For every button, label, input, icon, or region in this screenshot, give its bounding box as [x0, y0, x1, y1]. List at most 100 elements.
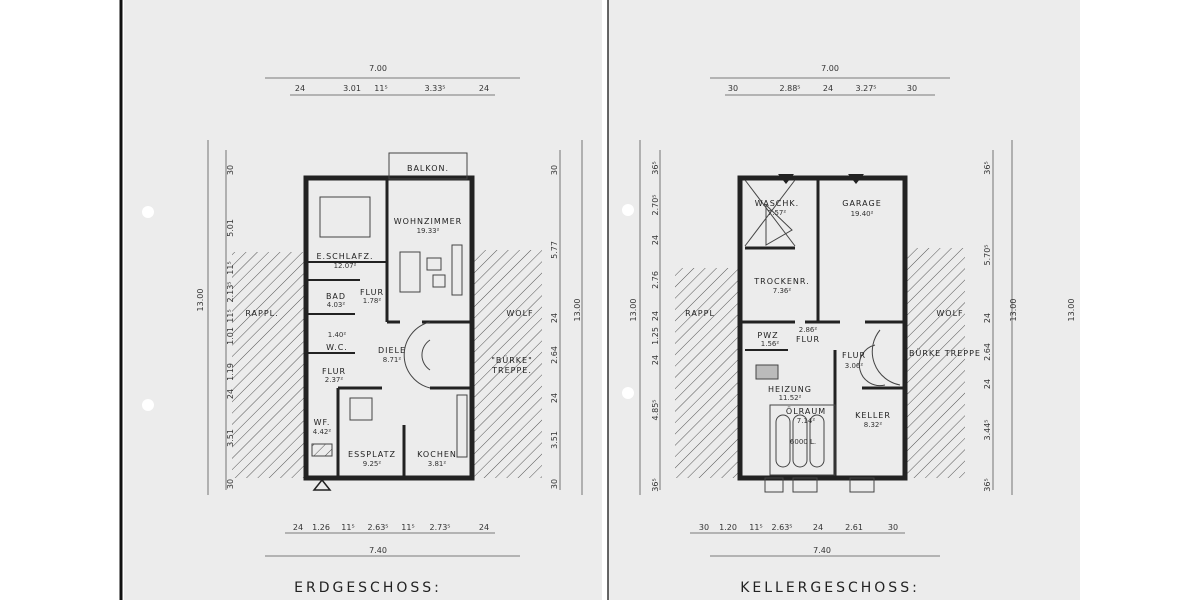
- oil-tank: [792, 414, 808, 468]
- room-area: 12.07²: [334, 262, 357, 270]
- neighbour-label: WOLF: [506, 309, 533, 318]
- oil-tank: [775, 414, 791, 468]
- room-area: 19.40²: [851, 210, 874, 218]
- dimension: 24: [651, 235, 660, 245]
- dimension: 13.00: [1009, 299, 1018, 322]
- dimension: 1.26: [312, 523, 330, 532]
- room-label: FLUR: [842, 351, 866, 360]
- dimension: 30: [888, 523, 898, 532]
- dimension: 3.51: [226, 429, 235, 447]
- sheet-divider: [602, 0, 608, 600]
- room-area: 7.36²: [773, 287, 792, 295]
- room-area: 2.86²: [799, 326, 818, 334]
- sofa: [399, 251, 421, 293]
- dimension: 36⁵: [651, 161, 660, 174]
- room-area: 9.25²: [363, 460, 382, 468]
- punch-hole: [142, 399, 154, 411]
- room-area: 1.56²: [761, 340, 780, 348]
- room-area: 7.14²: [797, 417, 816, 425]
- plan-title: KELLERGESCHOSS:: [740, 580, 920, 596]
- dimension: 2.63⁵: [367, 523, 388, 532]
- room-label: PWZ: [757, 331, 778, 340]
- dimension: 13.00: [196, 289, 205, 312]
- dimension: 3.27⁵: [855, 84, 876, 93]
- room-area: 1.40²: [328, 331, 347, 339]
- dimension: 4.85⁵: [651, 399, 660, 420]
- dimension: 24: [983, 379, 992, 389]
- dimension: 24: [295, 84, 305, 93]
- dimension: 2.76: [651, 271, 660, 289]
- dimension: 3.01: [343, 84, 361, 93]
- room-label: DIELE: [378, 346, 406, 355]
- entrance-marker: [312, 478, 332, 491]
- room-label: TROCKENR.: [753, 277, 809, 286]
- room-label: FLUR: [796, 335, 820, 344]
- room-label: WF.: [314, 418, 331, 427]
- oil-tank: [809, 414, 825, 468]
- plan-erdgeschoss: BALKON. WOHNZIMMER 19.33² E.SCHLAFZ. 12.…: [196, 64, 583, 596]
- room-label: GARAGE: [842, 199, 882, 208]
- dimension: 30: [226, 479, 235, 489]
- dimension: 30: [728, 84, 738, 93]
- dimension: 2.88⁵: [779, 84, 800, 93]
- dimension: 1.19: [226, 363, 235, 381]
- dimension: 2.64: [550, 346, 559, 364]
- plan-kellergeschoss: WASCHK. 7.57² GARAGE 19.40² TROCKENR. 7.…: [629, 64, 1076, 596]
- staircase-label: TREPPE.: [491, 366, 532, 375]
- dimension: 13.00: [1067, 299, 1076, 322]
- dimension: 11⁵: [401, 523, 414, 532]
- staircase-label: BÜRKE TREPPE: [909, 348, 981, 358]
- ground-hatch: [675, 268, 740, 478]
- room-label: FLUR: [322, 367, 346, 376]
- dimension: 36⁵: [983, 478, 992, 491]
- dimension: 2.13⁵: [226, 281, 235, 302]
- room-area: 19.33²: [417, 227, 440, 235]
- dimension: 24: [983, 313, 992, 323]
- punch-hole: [622, 387, 634, 399]
- punch-hole: [142, 206, 154, 218]
- dimension: 7.00: [369, 64, 387, 73]
- tank-capacity: 6000 L.: [790, 438, 816, 446]
- room-label: WOHNZIMMER: [394, 217, 462, 226]
- dimension: 24: [651, 311, 660, 321]
- spiral-staircase: [871, 329, 901, 386]
- entrance-marker: [778, 174, 794, 184]
- room-area: 7.57²: [768, 209, 787, 217]
- dimension: 11⁵: [226, 261, 235, 274]
- room-area: 11.52²: [779, 394, 802, 402]
- room-area: 4.03²: [327, 301, 346, 309]
- dimension: 5.77: [550, 241, 559, 259]
- punch-hole: [622, 204, 634, 216]
- kitchen-counter: [456, 394, 468, 458]
- room-area: 3.81²: [428, 460, 447, 468]
- dimension: 30: [226, 165, 235, 175]
- dimension: 7.40: [369, 546, 387, 555]
- bed: [319, 196, 371, 238]
- room-label: ÖLRAUM: [786, 406, 826, 416]
- dimension: 5.01: [226, 219, 235, 237]
- dimension: 24: [479, 523, 489, 532]
- room-label: KELLER: [855, 411, 891, 420]
- dimension: 3.51: [550, 431, 559, 449]
- dimension: 13.00: [629, 299, 638, 322]
- dimension: 30: [550, 479, 559, 489]
- dimension: 24: [550, 393, 559, 403]
- room-area: 8.32²: [864, 421, 883, 429]
- balcony: [388, 152, 468, 180]
- dimension: 24: [226, 389, 235, 399]
- room-area: 1.78²: [363, 297, 382, 305]
- room-label: W.C.: [326, 343, 348, 352]
- dimension: 3.44⁵: [983, 419, 992, 440]
- dimension: 2.63⁵: [771, 523, 792, 532]
- dimension: 1.01: [226, 327, 235, 345]
- dimension: 11⁵: [226, 309, 235, 322]
- dimension: 24: [651, 355, 660, 365]
- staircase-label: "BÜRKE": [491, 355, 533, 365]
- entrance-marker: [848, 174, 864, 184]
- room-label: ESSPLATZ: [348, 450, 396, 459]
- neighbour-label: RAPPL: [685, 309, 715, 318]
- room-area: 8.71²: [383, 356, 402, 364]
- dimension: 30: [699, 523, 709, 532]
- dimension: 7.00: [821, 64, 839, 73]
- dimension: 2.61: [845, 523, 863, 532]
